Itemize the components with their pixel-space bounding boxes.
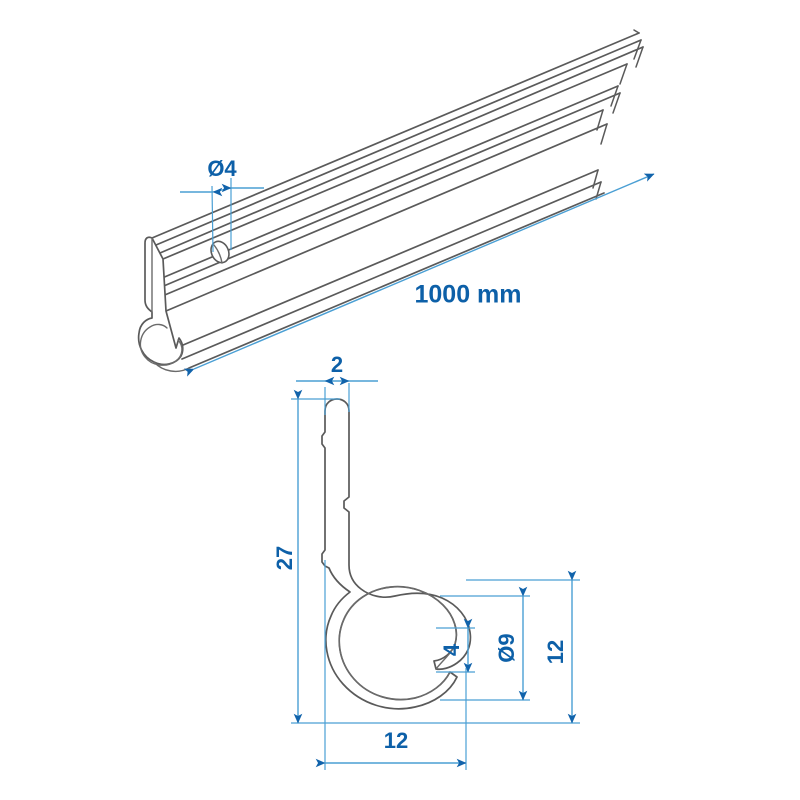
isometric-view: Ø4 1000 mm	[137, 29, 655, 377]
dimension-blade-thickness: 2	[296, 352, 378, 415]
dimension-label-overall-length: 1000 mm	[414, 281, 521, 309]
dimension-label-hook-gap: 4	[439, 643, 464, 656]
dimension-label-blade-thickness: 2	[331, 352, 343, 377]
break-line-group	[592, 29, 644, 200]
cross-section-view: 2 27 4 Ø9	[272, 352, 580, 770]
dimension-label-hook-bore: Ø9	[494, 633, 519, 662]
dimension-hook-gap: 4	[436, 618, 475, 673]
profile-outline	[321, 398, 472, 710]
dimension-overall-length: 1000 mm	[183, 173, 655, 377]
dimension-hook-outer-height: 12	[420, 570, 580, 724]
dimension-hook-bore: Ø9	[440, 586, 530, 701]
dimension-overall-height: 27	[272, 389, 420, 724]
dimension-label-overall-width: 12	[384, 728, 408, 753]
dimension-label-overall-height: 27	[272, 546, 297, 570]
dimension-overall-width: 12	[315, 560, 467, 770]
iso-part-body	[137, 29, 644, 373]
dimension-label-hook-outer-height: 12	[543, 640, 568, 664]
dimension-label-hole-diameter: Ø4	[207, 156, 237, 181]
mounting-hole	[210, 240, 230, 264]
